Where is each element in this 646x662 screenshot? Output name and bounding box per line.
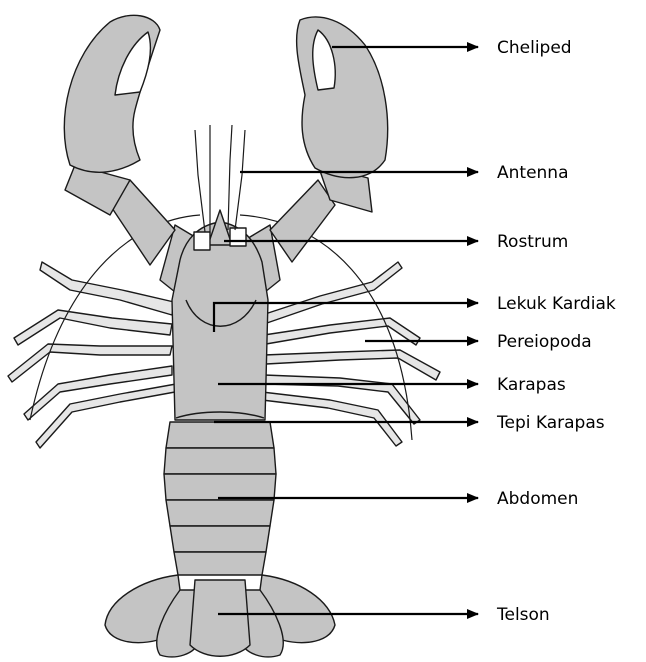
label-pereiopoda: Pereiopoda	[497, 332, 592, 352]
label-antenna: Antenna	[497, 163, 569, 183]
label-abdomen: Abdomen	[497, 489, 578, 509]
label-karapas: Karapas	[497, 375, 566, 395]
walking-legs-left	[8, 262, 176, 448]
labels: Cheliped Antenna Rostrum Lekuk Kardiak P…	[496, 38, 616, 625]
telson	[190, 580, 250, 656]
label-telson: Telson	[496, 605, 550, 625]
eye-right	[230, 228, 246, 246]
label-rostrum: Rostrum	[497, 232, 568, 252]
label-cheliped: Cheliped	[497, 38, 572, 58]
walking-legs-right	[262, 262, 440, 446]
tail-fan	[105, 575, 335, 657]
label-lekuk-kardiak: Lekuk Kardiak	[497, 294, 616, 314]
lobster-illustration	[8, 15, 440, 657]
eye-left	[194, 232, 210, 250]
carapace	[172, 222, 268, 420]
label-tepi-karapas: Tepi Karapas	[496, 413, 605, 433]
cheliped-left	[64, 15, 200, 300]
cheliped-right	[245, 17, 388, 300]
